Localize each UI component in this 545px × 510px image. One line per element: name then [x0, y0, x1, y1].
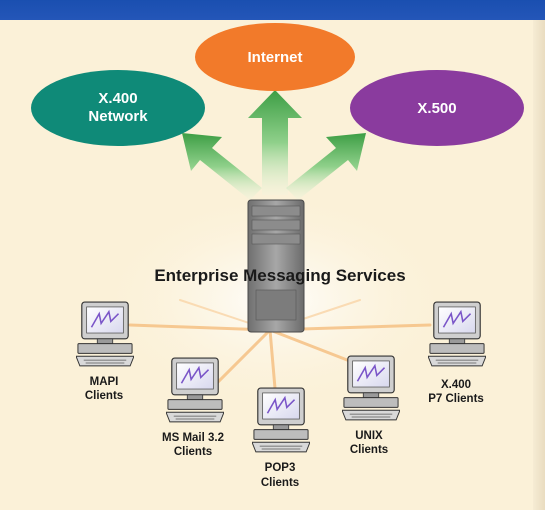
arrow-x500 — [286, 133, 366, 200]
client-unix-line2: Clients — [350, 444, 388, 456]
page-edge — [533, 20, 545, 510]
x400-network-oval — [31, 70, 205, 146]
client-msmail-line2: Clients — [174, 446, 212, 458]
client-x400p7-line1: X.400 — [441, 379, 471, 391]
internet-oval — [195, 23, 355, 91]
client-unix-line1: UNIX — [355, 430, 383, 442]
connection-rays — [128, 299, 432, 402]
computer-icon — [166, 357, 224, 423]
computer-icon — [342, 355, 400, 421]
server-tower — [247, 199, 305, 333]
client-x400p7: X.400 P7 Clients — [428, 301, 486, 405]
network-x500: X.500 — [350, 70, 524, 146]
client-msmail: MS Mail 3.2 Clients — [162, 357, 224, 458]
x500-oval — [350, 70, 524, 146]
computer-icon — [252, 387, 310, 453]
network-x400: X.400 Network — [31, 70, 205, 146]
client-pop3-line1: POP3 — [265, 462, 296, 474]
center-title: Enterprise Messaging Services — [154, 266, 405, 285]
x500-label: X.500 — [417, 100, 456, 117]
top-banner — [0, 0, 545, 20]
network-internet: Internet — [195, 23, 355, 91]
arrow-internet — [248, 90, 302, 195]
client-pop3-line2: Clients — [261, 477, 299, 489]
client-mapi-line2: Clients — [85, 390, 123, 402]
arrow-x400 — [182, 133, 262, 200]
computer-icon — [76, 301, 134, 367]
ray-unix — [268, 328, 362, 367]
ray-mapi — [128, 323, 272, 332]
internet-label: Internet — [247, 49, 302, 66]
ray-msmail — [208, 328, 272, 392]
x400-label-line2: Network — [88, 108, 148, 125]
upward-arrows — [182, 90, 366, 200]
client-msmail-line1: MS Mail 3.2 — [162, 432, 224, 444]
client-unix: UNIX Clients — [342, 355, 400, 456]
client-mapi-line1: MAPI — [90, 376, 119, 388]
client-pop3: POP3 Clients — [252, 387, 310, 489]
client-mapi: MAPI Clients — [76, 301, 134, 402]
client-x400p7-line2: P7 Clients — [428, 393, 484, 405]
computer-icon — [428, 301, 486, 367]
x400-label-line1: X.400 — [98, 90, 137, 107]
